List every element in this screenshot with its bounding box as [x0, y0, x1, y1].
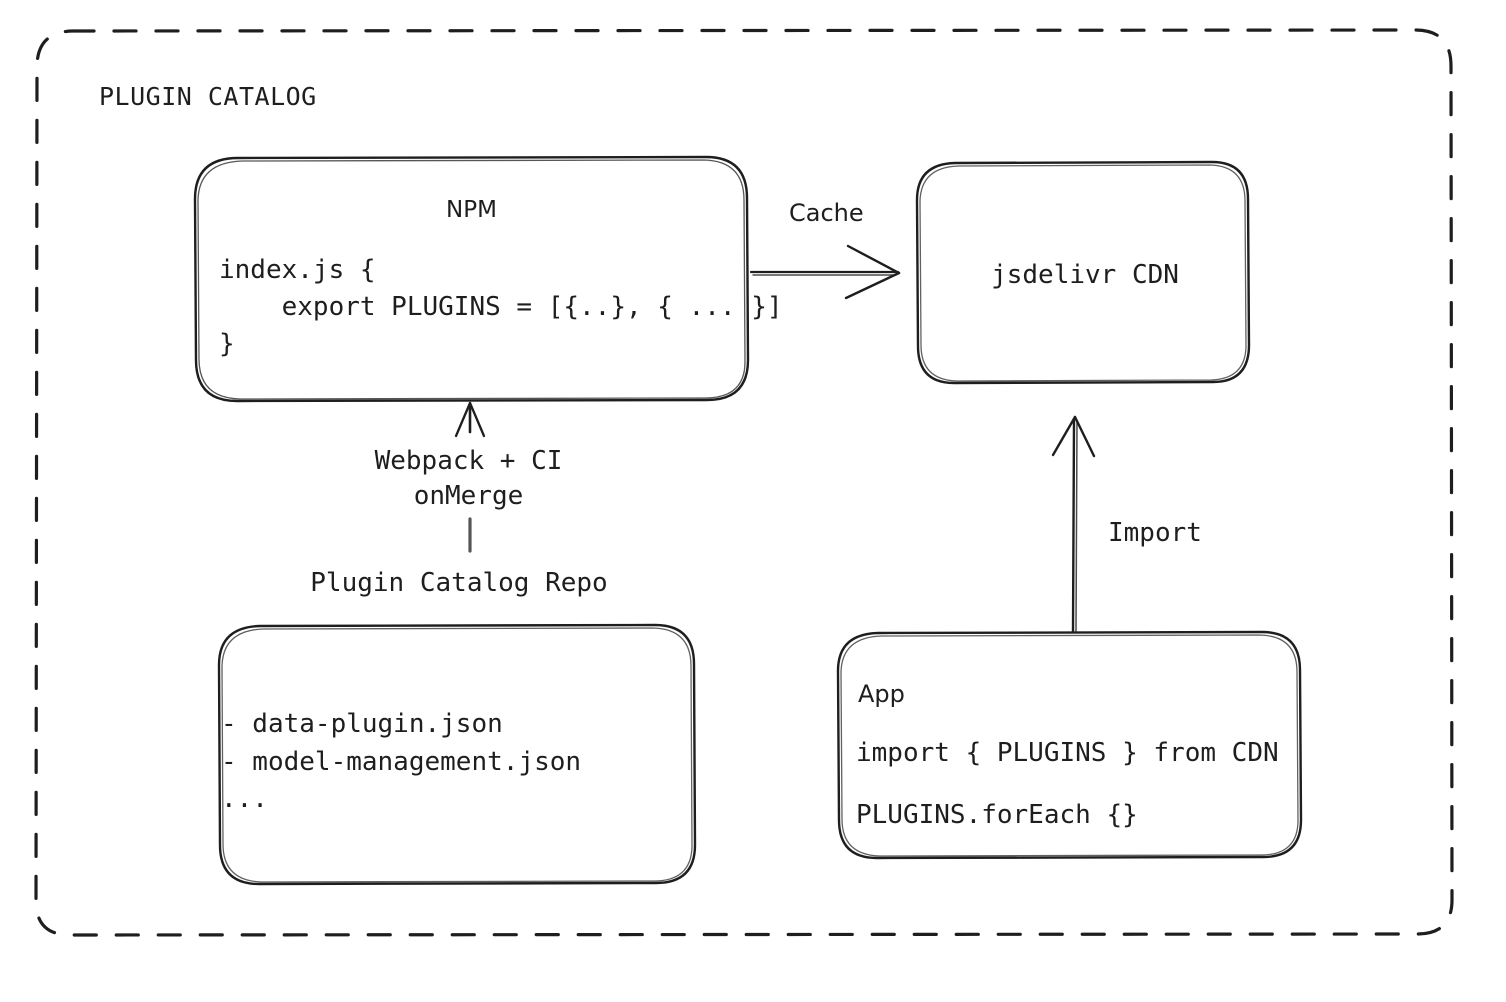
import-edge-label: Import [1108, 518, 1202, 548]
app-node-foreach-line: PLUGINS.forEach {} [856, 800, 1138, 830]
repo-node-label: Plugin Catalog Repo [310, 568, 608, 598]
import-arrow [1051, 415, 1096, 634]
cache-edge-label: Cache [789, 199, 864, 227]
webpack-edge-label: Webpack + CI onMerge [374, 446, 563, 511]
npm-node-code: index.js { export PLUGINS = [{..}, { ...… [219, 255, 783, 359]
npm-node-title: NPM [446, 197, 497, 223]
group-title: PLUGIN CATALOG [99, 82, 317, 111]
app-node-title: App [858, 680, 905, 708]
app-node-import-line: import { PLUGINS } from CDN [856, 738, 1279, 768]
repo-node-items: - data-plugin.json - model-management.js… [221, 709, 582, 815]
cdn-node-title: jsdelivr CDN [991, 260, 1179, 290]
